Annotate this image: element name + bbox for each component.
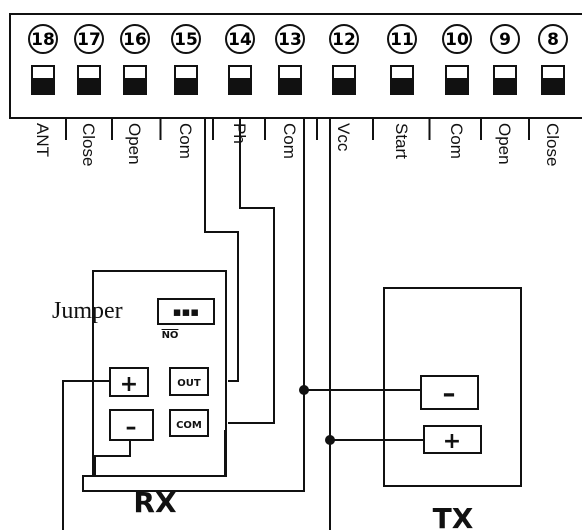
terminal-number: 8: [547, 30, 559, 50]
jumper-pins: ▪▪▪: [173, 305, 199, 320]
tx-title: TX: [433, 502, 474, 530]
terminal-number: 15: [174, 30, 198, 50]
junction-tx-minus: [299, 385, 309, 395]
terminal-number: 18: [31, 30, 55, 50]
terminal-number-circle: [225, 24, 255, 54]
rx-minus-terminal: [109, 409, 154, 441]
terminal-label: Vcc: [334, 123, 353, 152]
terminal-number-circle: [28, 24, 58, 54]
junction-tx-plus: [325, 435, 335, 445]
terminal-screw-head: [446, 78, 468, 94]
terminal-number-circle: [329, 24, 359, 54]
terminal-label: Com: [280, 123, 299, 159]
terminal-number-circle: [387, 24, 417, 54]
terminal-screw-head: [279, 78, 301, 94]
jumper-block: [157, 298, 215, 325]
terminal-screw-head: [494, 78, 516, 94]
terminal-screw-head: [124, 78, 146, 94]
tx-module: – + TX: [383, 287, 522, 530]
wire-com15-to-rx-out: [204, 118, 239, 382]
terminal-label: Start: [392, 123, 411, 159]
tx-plus-label: +: [443, 429, 461, 454]
terminal-number: 14: [228, 30, 252, 50]
rx-out-terminal: [169, 367, 209, 396]
terminal-screw-head: [175, 78, 197, 94]
rx-out-label: OUT: [177, 378, 201, 389]
terminal-label: Close: [79, 123, 98, 166]
terminal-number-circle: [442, 24, 472, 54]
terminal-number: 12: [332, 30, 356, 50]
terminal-number: 16: [123, 30, 147, 50]
tx-plus-terminal: [423, 425, 482, 454]
terminal-block-outline: [9, 13, 582, 119]
terminal-label: Open: [125, 123, 144, 165]
rx-outline: [92, 270, 227, 477]
terminal-number-circle: [74, 24, 104, 54]
rx-title: RX: [133, 486, 177, 519]
terminal-screw-head: [78, 78, 100, 94]
jumper-position-label: NO: [162, 330, 179, 341]
terminal-number-circle: [171, 24, 201, 54]
wiring: [62, 118, 424, 530]
terminal-number-circle: [120, 24, 150, 54]
rx-com-label: COM: [176, 420, 202, 431]
terminal-label: ANT: [33, 123, 52, 157]
terminal-screw-head: [391, 78, 413, 94]
terminal-number: 13: [278, 30, 302, 50]
terminal-label: Com: [447, 123, 466, 159]
terminal-screw-head: [333, 78, 355, 94]
wire-rx-plus-feed: [62, 380, 110, 530]
terminal-number-circle: [490, 24, 520, 54]
wire-ph14-to-rx-com: [228, 118, 275, 424]
rx-com-terminal: [169, 409, 209, 437]
rx-plus-label: +: [120, 372, 138, 397]
terminal-number: 10: [445, 30, 469, 50]
wire-com13-to-tx-minus: [82, 118, 305, 492]
tx-outline: [383, 287, 522, 487]
terminal-label: Close: [543, 123, 562, 166]
terminal-number: 9: [499, 30, 511, 50]
terminal-number: 11: [390, 30, 414, 50]
terminal-label: Com: [176, 123, 195, 159]
terminal-screw-head: [229, 78, 251, 94]
rx-minus-label: –: [126, 415, 137, 440]
terminal-number: 17: [77, 30, 101, 50]
jumper-label: Jumper: [52, 298, 123, 324]
rx-module: Jumper ▪▪▪ NO + – OUT COM RX: [52, 270, 227, 519]
terminal-screw-head: [32, 78, 54, 94]
terminal-screw-head: [542, 78, 564, 94]
terminal-label: Open: [495, 123, 514, 165]
terminal-number-circle: [275, 24, 305, 54]
terminal-number-circle: [538, 24, 568, 54]
tx-minus-terminal: [420, 375, 479, 410]
tx-minus-label: –: [443, 379, 456, 409]
rx-plus-terminal: [109, 367, 149, 397]
